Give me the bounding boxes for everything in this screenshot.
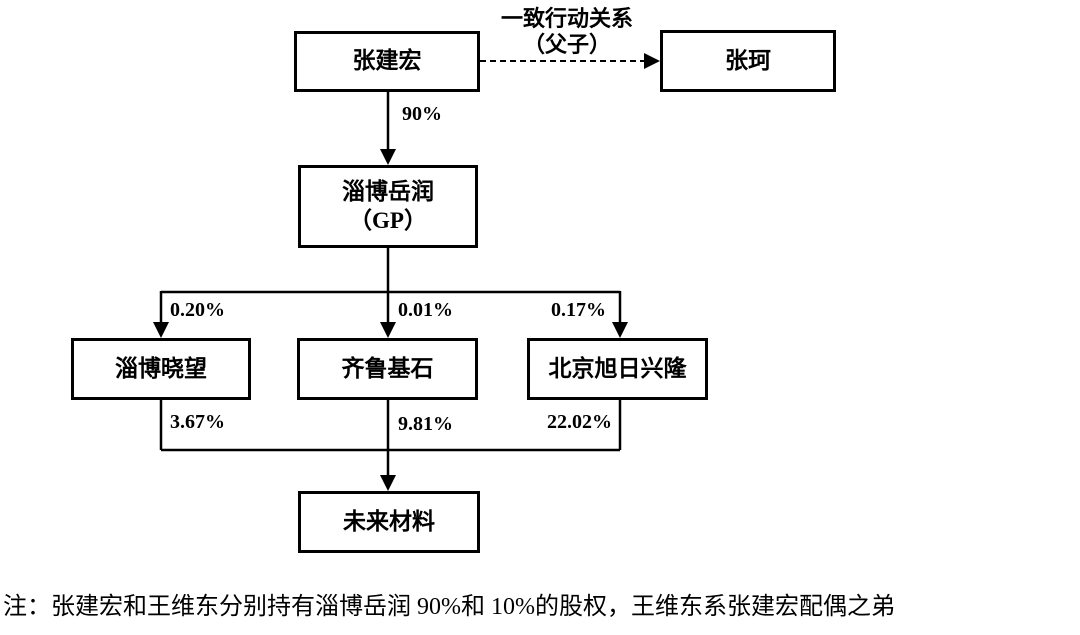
arrowhead-into-xiaowang [153,322,169,338]
percent-label-0-20: 0.20% [170,299,225,321]
percent-label-3-67: 3.67% [170,411,225,433]
node-zibo-yuerun-gp: 淄博岳润 （GP） [298,165,478,248]
relation-label-line2: （父子） [522,31,611,57]
node-zibo-xiaowang-label: 淄博晓望 [115,355,207,381]
percent-label-90: 90% [402,103,442,125]
node-beijing-xuri-xinglong-label: 北京旭日兴隆 [548,355,687,381]
percent-label-0-01: 0.01% [398,299,453,321]
arrowhead-into-ziboyuerun [380,149,396,165]
node-zhang-jianhong-label: 张建宏 [352,48,422,74]
percent-label-0-17: 0.17% [551,299,606,321]
footnote: 注：张建宏和王维东分别持有淄博岳润 90%和 10%的股权，王维东系张建宏配偶之… [3,594,895,620]
node-zhang-ke-label: 张珂 [725,47,771,73]
percent-label-22-02: 22.02% [547,411,612,433]
node-zhang-jianhong: 张建宏 [294,31,480,92]
arrowhead-into-weilai [380,475,396,491]
relation-label-line1: 一致行动关系 [500,6,633,31]
relation-label: 一致行动关系 （父子） [460,6,674,58]
node-qilu-jishi-label: 齐鲁基石 [341,355,434,381]
node-beijing-xuri-xinglong: 北京旭日兴隆 [527,338,708,400]
node-zibo-yuerun-label-line2: （GP） [349,207,427,233]
node-zhang-ke: 张珂 [660,30,836,92]
arrowhead-into-qilu [380,322,396,338]
percent-label-9-81: 9.81% [398,413,453,435]
node-weilai-cailiao: 未来材料 [298,491,480,553]
node-zibo-xiaowang: 淄博晓望 [71,338,251,400]
arrowhead-into-zhangke [644,53,660,69]
node-zibo-yuerun-label-line1: 淄博岳润 [342,178,434,204]
node-qilu-jishi: 齐鲁基石 [297,338,478,400]
node-weilai-cailiao-label: 未来材料 [343,508,435,534]
arrowhead-into-xuri [612,322,628,338]
